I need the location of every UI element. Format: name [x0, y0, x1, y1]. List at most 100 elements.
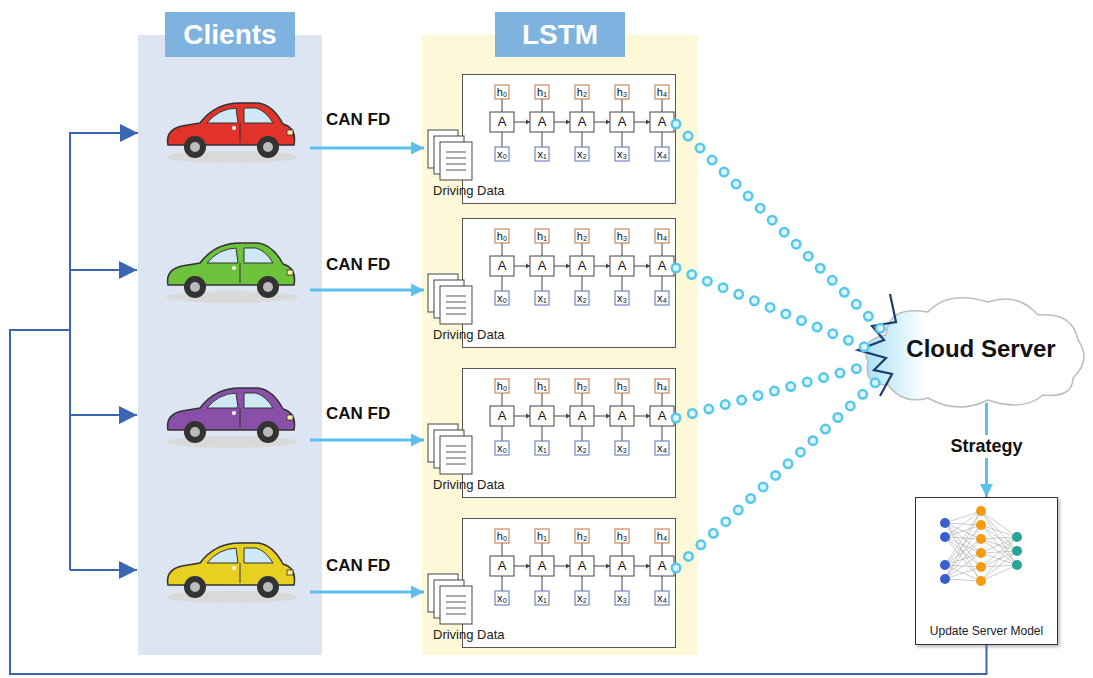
lstm-symbol: A	[610, 557, 634, 575]
lstm-symbol: x₃	[610, 145, 634, 163]
lstm-symbol: h₁	[530, 227, 554, 245]
lstm-sketches	[428, 85, 674, 624]
panel-heading: LSTM	[495, 12, 625, 57]
feedback-branch	[70, 269, 137, 271]
bus-label: CAN FD	[326, 556, 390, 576]
nn-neuron	[940, 574, 950, 584]
purple-car	[166, 388, 298, 448]
lstm-symbol: x₀	[490, 589, 514, 607]
nn-link	[981, 537, 1017, 567]
nn-link	[981, 537, 1017, 539]
dotted-link-ring	[676, 366, 866, 418]
nn-neuron	[1012, 560, 1022, 570]
model-box: Update Server Model	[915, 497, 1058, 645]
nn-link	[981, 539, 1017, 551]
nn-link	[945, 523, 981, 581]
can-fd-arrow	[310, 289, 424, 292]
lstm-symbol: x₂	[570, 145, 594, 163]
nn-neuron	[1012, 532, 1022, 542]
nn-neuron	[976, 562, 986, 572]
nn-link	[981, 525, 1017, 551]
lstm-symbol: A	[650, 257, 674, 275]
lstm-symbol: x₂	[570, 589, 594, 607]
nn-link	[945, 525, 981, 537]
lstm-symbol: h₀	[490, 377, 514, 395]
upload-link	[676, 124, 882, 330]
nn-link	[945, 523, 981, 567]
lstm-symbol: x₃	[610, 589, 634, 607]
nn-link	[945, 511, 981, 579]
lstm-symbol: h₃	[610, 527, 634, 545]
lstm-box: Driving Datah₀h₁h₂h₃h₄AAAAAx₀x₁x₂x₃x₄	[462, 74, 676, 204]
upload-link	[676, 382, 876, 568]
car-illustrations	[166, 103, 298, 603]
panel-heading: Clients	[165, 12, 295, 57]
group-panel: LSTMDriving Datah₀h₁h₂h₃h₄AAAAAx₀x₁x₂x₃x…	[422, 35, 698, 655]
data-caption: Driving Data	[433, 477, 505, 493]
nn-link	[981, 539, 1017, 565]
nn-link	[945, 511, 981, 523]
lstm-symbol: x₀	[490, 439, 514, 457]
nn-link	[981, 565, 1017, 581]
lstm-symbol: A	[570, 257, 594, 275]
feedback-trunk	[69, 330, 71, 570]
lstm-symbol: h₃	[610, 377, 634, 395]
dotted-link-ring	[676, 124, 882, 330]
lstm-symbol: A	[650, 407, 674, 425]
bus-label: CAN FD	[326, 404, 390, 424]
nn-link	[945, 525, 981, 565]
lstm-symbol: A	[650, 113, 674, 131]
can-fd-arrows	[310, 148, 424, 592]
lstm-box: Driving Datah₀h₁h₂h₃h₄AAAAAx₀x₁x₂x₃x₄	[462, 518, 676, 648]
nn-link	[945, 523, 981, 553]
nn-link	[945, 537, 981, 553]
lstm-symbol: h₃	[610, 227, 634, 245]
lstm-symbol: h₃	[610, 83, 634, 101]
lstm-symbol: h₁	[530, 83, 554, 101]
nn-link	[945, 537, 981, 567]
lstm-symbol: x₀	[490, 145, 514, 163]
nn-link	[981, 525, 1017, 537]
lstm-symbol: h₄	[650, 83, 674, 101]
lstm-symbol: h₄	[650, 527, 674, 545]
nn-link	[945, 511, 981, 537]
nn-link	[981, 511, 1017, 565]
lstm-symbol: x₁	[530, 589, 554, 607]
group-panel: Clients	[138, 35, 322, 655]
nn-link	[945, 523, 981, 525]
nn-link	[981, 525, 1017, 565]
lstm-symbol: A	[610, 257, 634, 275]
nn-neuron	[1012, 546, 1022, 556]
lstm-symbol: A	[490, 557, 514, 575]
lstm-symbol: A	[490, 113, 514, 131]
lstm-symbol: A	[530, 113, 554, 131]
nn-link	[945, 523, 981, 539]
data-caption: Driving Data	[433, 627, 505, 643]
feedback-branch	[70, 569, 137, 571]
yellow-car	[166, 543, 298, 603]
connector-layer	[10, 124, 987, 674]
nn-link	[945, 579, 981, 581]
lstm-symbol: A	[570, 557, 594, 575]
neural-network-picture	[940, 506, 1022, 586]
lstm-symbol: h₂	[570, 227, 594, 245]
bus-label: CAN FD	[326, 255, 390, 275]
node-label: Update Server Model	[916, 624, 1057, 638]
lstm-symbol: x₀	[490, 289, 514, 307]
lstm-sketch	[428, 229, 674, 324]
nn-link	[945, 539, 981, 579]
lstm-box: Driving Datah₀h₁h₂h₃h₄AAAAAx₀x₁x₂x₃x₄	[462, 218, 676, 348]
lstm-symbol: x₄	[650, 589, 674, 607]
lstm-symbol: A	[610, 113, 634, 131]
nn-link	[981, 511, 1017, 537]
red-car	[166, 103, 298, 163]
lstm-symbol: h₀	[490, 83, 514, 101]
nn-link	[945, 511, 981, 565]
lstm-symbol: h₄	[650, 227, 674, 245]
nn-neuron	[940, 518, 950, 528]
upload-link	[676, 366, 866, 418]
nn-link	[945, 567, 981, 579]
lstm-symbol: x₁	[530, 289, 554, 307]
lstm-symbol: x₂	[570, 289, 594, 307]
